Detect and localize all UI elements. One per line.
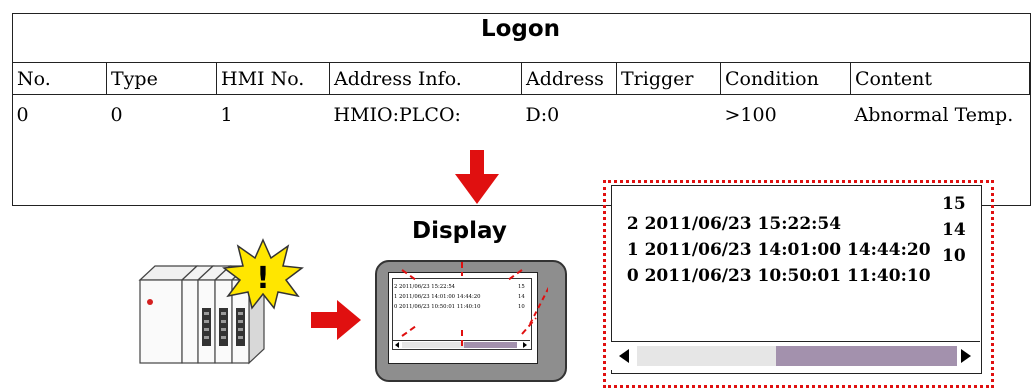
record-end-value: 15 <box>942 194 966 214</box>
tablet-record-list <box>392 278 532 350</box>
zoom-callout <box>603 180 994 388</box>
scroll-thumb[interactable] <box>776 346 957 366</box>
logon-header-row: No. Type HMI No. Address Info. Address T… <box>12 62 1030 95</box>
list-item: 2 2011/06/23 15:22:54 <box>626 214 842 234</box>
cell-no: 0 <box>16 104 29 126</box>
col-no: No. <box>12 62 107 95</box>
table-row: 0 0 1 HMIO:PLCO: D:0 >100 Abnormal Temp. <box>13 95 1030 136</box>
col-hmi-no: HMI No. <box>216 62 330 95</box>
col-type: Type <box>106 62 217 95</box>
display-title: Display <box>412 218 507 244</box>
right-arrow-icon <box>311 300 361 340</box>
col-trigger: Trigger <box>616 62 721 95</box>
record-end-value: 10 <box>942 246 966 266</box>
list-item: 0 2011/06/23 10:50:01 11:40:10 <box>626 266 931 286</box>
cell-address: D:0 <box>525 104 560 126</box>
cell-trigger <box>617 95 721 136</box>
col-content: Content <box>850 62 1030 95</box>
down-arrow-icon <box>455 150 499 204</box>
cell-content: Abnormal Temp. <box>854 104 1014 126</box>
list-item: 1 2011/06/23 14:01:00 14:44:20 <box>626 240 931 260</box>
cell-address-info: HMIO:PLCO: <box>333 104 461 126</box>
alert-burst-icon: ! <box>222 238 304 310</box>
highlight-rays <box>401 262 548 346</box>
horizontal-scrollbar[interactable] <box>611 341 980 370</box>
cell-condition: >100 <box>724 104 777 126</box>
scroll-left-icon[interactable] <box>619 349 629 363</box>
logon-title: Logon <box>480 16 561 42</box>
col-condition: Condition <box>720 62 851 95</box>
alert-mark: ! <box>256 261 270 296</box>
record-end-value: 14 <box>942 220 966 240</box>
col-address-info: Address Info. <box>329 62 522 95</box>
cell-type: 0 <box>110 104 123 126</box>
col-address: Address <box>521 62 617 95</box>
cell-hmi-no: 1 <box>220 104 233 126</box>
logon-panel <box>12 13 1031 206</box>
logon-table: No. Type HMI No. Address Info. Address T… <box>12 62 1030 135</box>
scroll-right-icon[interactable] <box>961 349 971 363</box>
